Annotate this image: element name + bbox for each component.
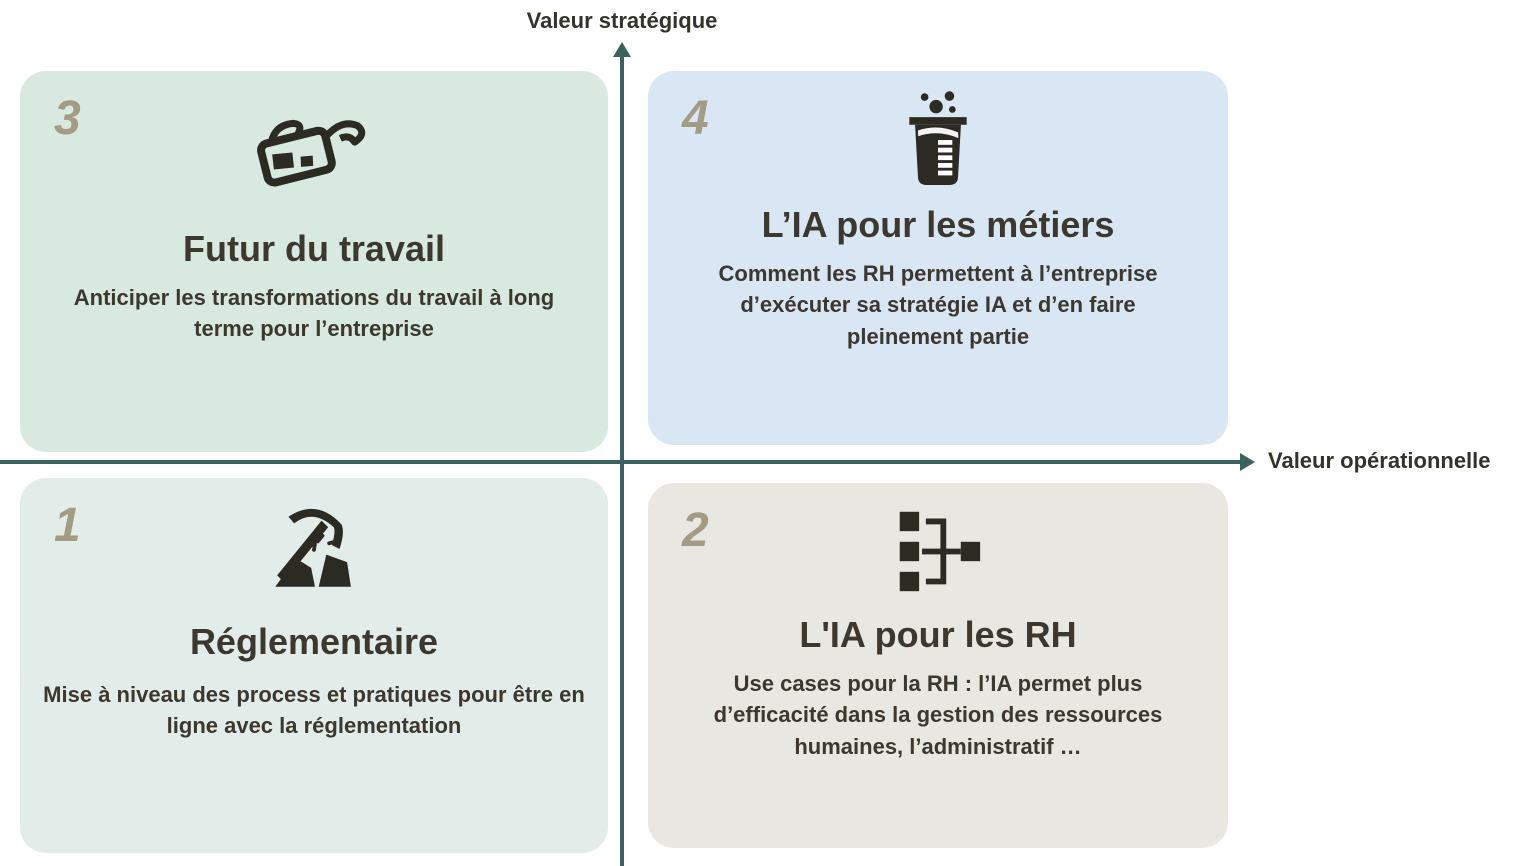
3d-glasses-icon bbox=[253, 101, 375, 205]
quadrant-number: 3 bbox=[54, 92, 81, 145]
quadrant-ai-for-business: 4 L’IA pour les métiers Comment bbox=[648, 71, 1228, 445]
quadrant-ai-for-hr: 2 L'IA pour les RH Use cases pour la RH … bbox=[648, 483, 1228, 848]
quadrant-title: L’IA pour les métiers bbox=[761, 204, 1115, 245]
vertical-axis-label: Valeur stratégique bbox=[526, 8, 718, 33]
horizontal-axis-line bbox=[0, 460, 1242, 464]
quadrant-title: Réglementaire bbox=[189, 621, 439, 662]
org-chart-icon bbox=[892, 499, 984, 603]
quadrant-future-of-work: 3 Futur du travail Anticiper les transfo… bbox=[20, 71, 608, 452]
quadrant-title: L'IA pour les RH bbox=[799, 614, 1077, 655]
vertical-axis-arrow-icon bbox=[613, 42, 631, 57]
quadrant-number: 1 bbox=[54, 499, 81, 552]
horizontal-axis-label: Valeur opérationnelle bbox=[1268, 448, 1491, 473]
quadrant-description: Comment les RH permettent à l’entreprise… bbox=[718, 261, 1158, 349]
beaker-icon bbox=[895, 89, 981, 193]
quadrant-regulatory: 1 Réglementaire Mise à niveau des proces… bbox=[20, 478, 608, 853]
quadrant-number: 4 bbox=[682, 92, 709, 145]
horizontal-axis-arrow-icon bbox=[1240, 453, 1255, 471]
quadrant-description: Mise à niveau des process et pratiques p… bbox=[43, 682, 585, 739]
quadrant-description: Use cases pour la RH : l’IA permet plus … bbox=[713, 671, 1163, 759]
pickaxe-icon bbox=[262, 496, 366, 600]
quadrant-title: Futur du travail bbox=[182, 228, 446, 269]
quadrant-description: Anticiper les transformations du travail… bbox=[73, 285, 555, 342]
quadrant-number: 2 bbox=[682, 504, 709, 557]
